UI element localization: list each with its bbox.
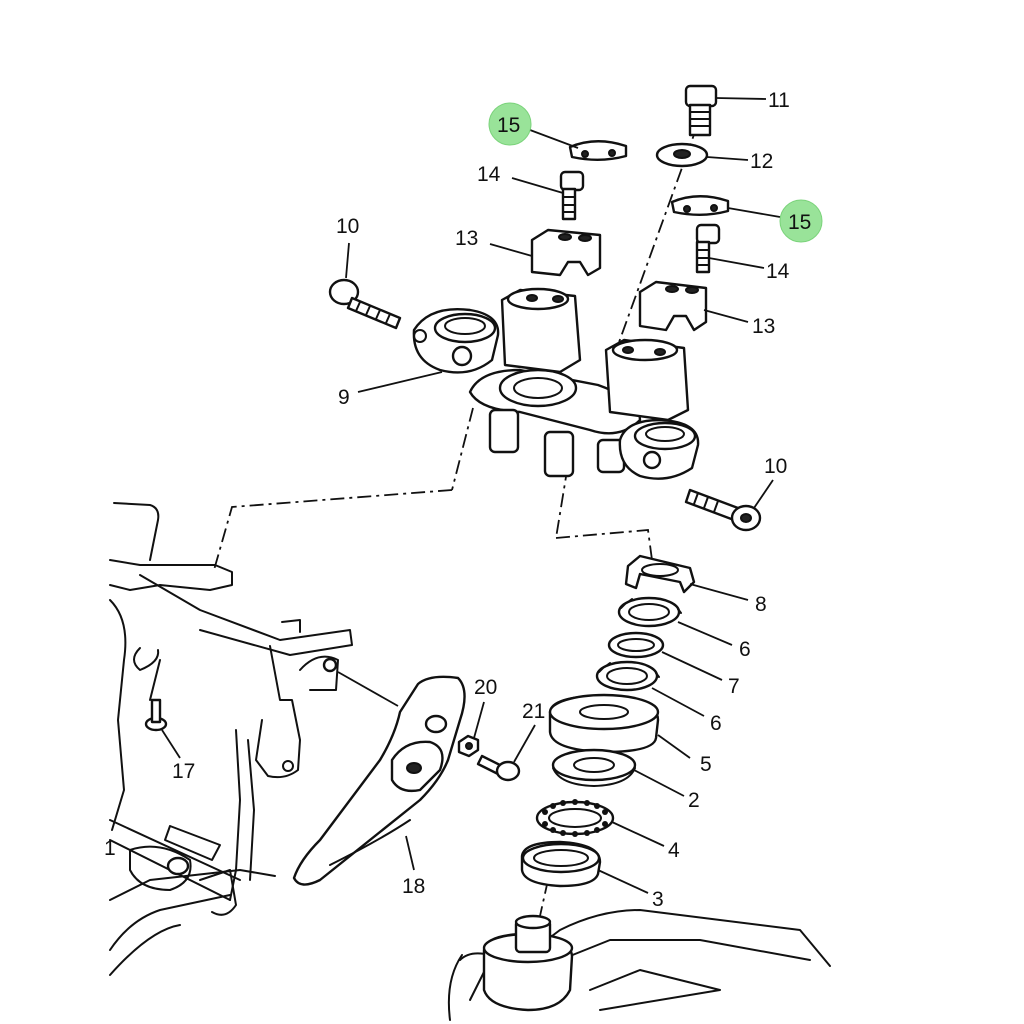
part-5-cover [548,693,660,754]
part-15-cap-left [568,140,628,161]
callout-5: 5 [700,753,712,776]
callout-12: 12 [750,150,773,173]
highlight-15-left [488,102,532,146]
callout-10-right: 10 [764,455,787,478]
part-8-plate [624,554,696,594]
frame-structure [109,502,353,976]
part-7-washer [607,631,665,659]
highlight-15-right [779,199,823,243]
part-15-cap-right [670,195,730,216]
callout-8: 8 [755,593,767,616]
callout-11: 11 [768,89,790,112]
part-21-bolt [476,754,521,782]
callout-13-right: 13 [752,315,775,338]
callout-4: 4 [668,839,680,862]
callout-6-lower: 6 [710,712,722,735]
callout-21: 21 [522,700,545,723]
callout-9: 9 [338,386,350,409]
part-2-race [551,748,637,787]
part-20-nut [457,734,480,758]
callout-10-left: 10 [336,215,359,238]
callout-15-right: 15 [788,211,811,234]
callout-14-left: 14 [477,163,501,186]
callout-2: 2 [688,789,700,812]
part-9-upper-bracket [412,287,700,480]
part-14-screw-left [559,170,585,221]
callout-3: 3 [652,888,664,911]
part-6-ring-nut-upper [617,596,682,628]
part-13-clamp-left [530,228,602,277]
callout-17: 17 [172,760,195,783]
part-4-bearing [535,799,615,837]
part-13-clamp-right [638,280,708,332]
callout-18: 18 [402,875,425,898]
part-14-screw-right [695,223,721,274]
callout-13-left: 13 [455,227,478,250]
callout-6-upper: 6 [739,638,751,661]
callout-1: 1 [104,837,116,860]
part-10-bolt-right [684,488,762,532]
steering-stem-lower [447,909,831,1021]
leader-lines [161,97,781,894]
part-12-washer [655,142,709,168]
callout-14-right: 14 [766,260,790,283]
part-10-bolt-left [328,278,402,330]
part-18-bracket [292,675,466,886]
callout-labels: 11 12 15 15 14 14 10 10 13 13 9 8 6 7 6 … [104,89,811,911]
callout-15-left: 15 [497,114,520,137]
callout-7: 7 [728,675,740,698]
part-17-screw [144,698,168,732]
part-3-seal [520,840,602,888]
part-6-ring-nut-lower [595,660,660,692]
callout-20: 20 [474,676,497,699]
part-11-bolt [684,84,718,137]
